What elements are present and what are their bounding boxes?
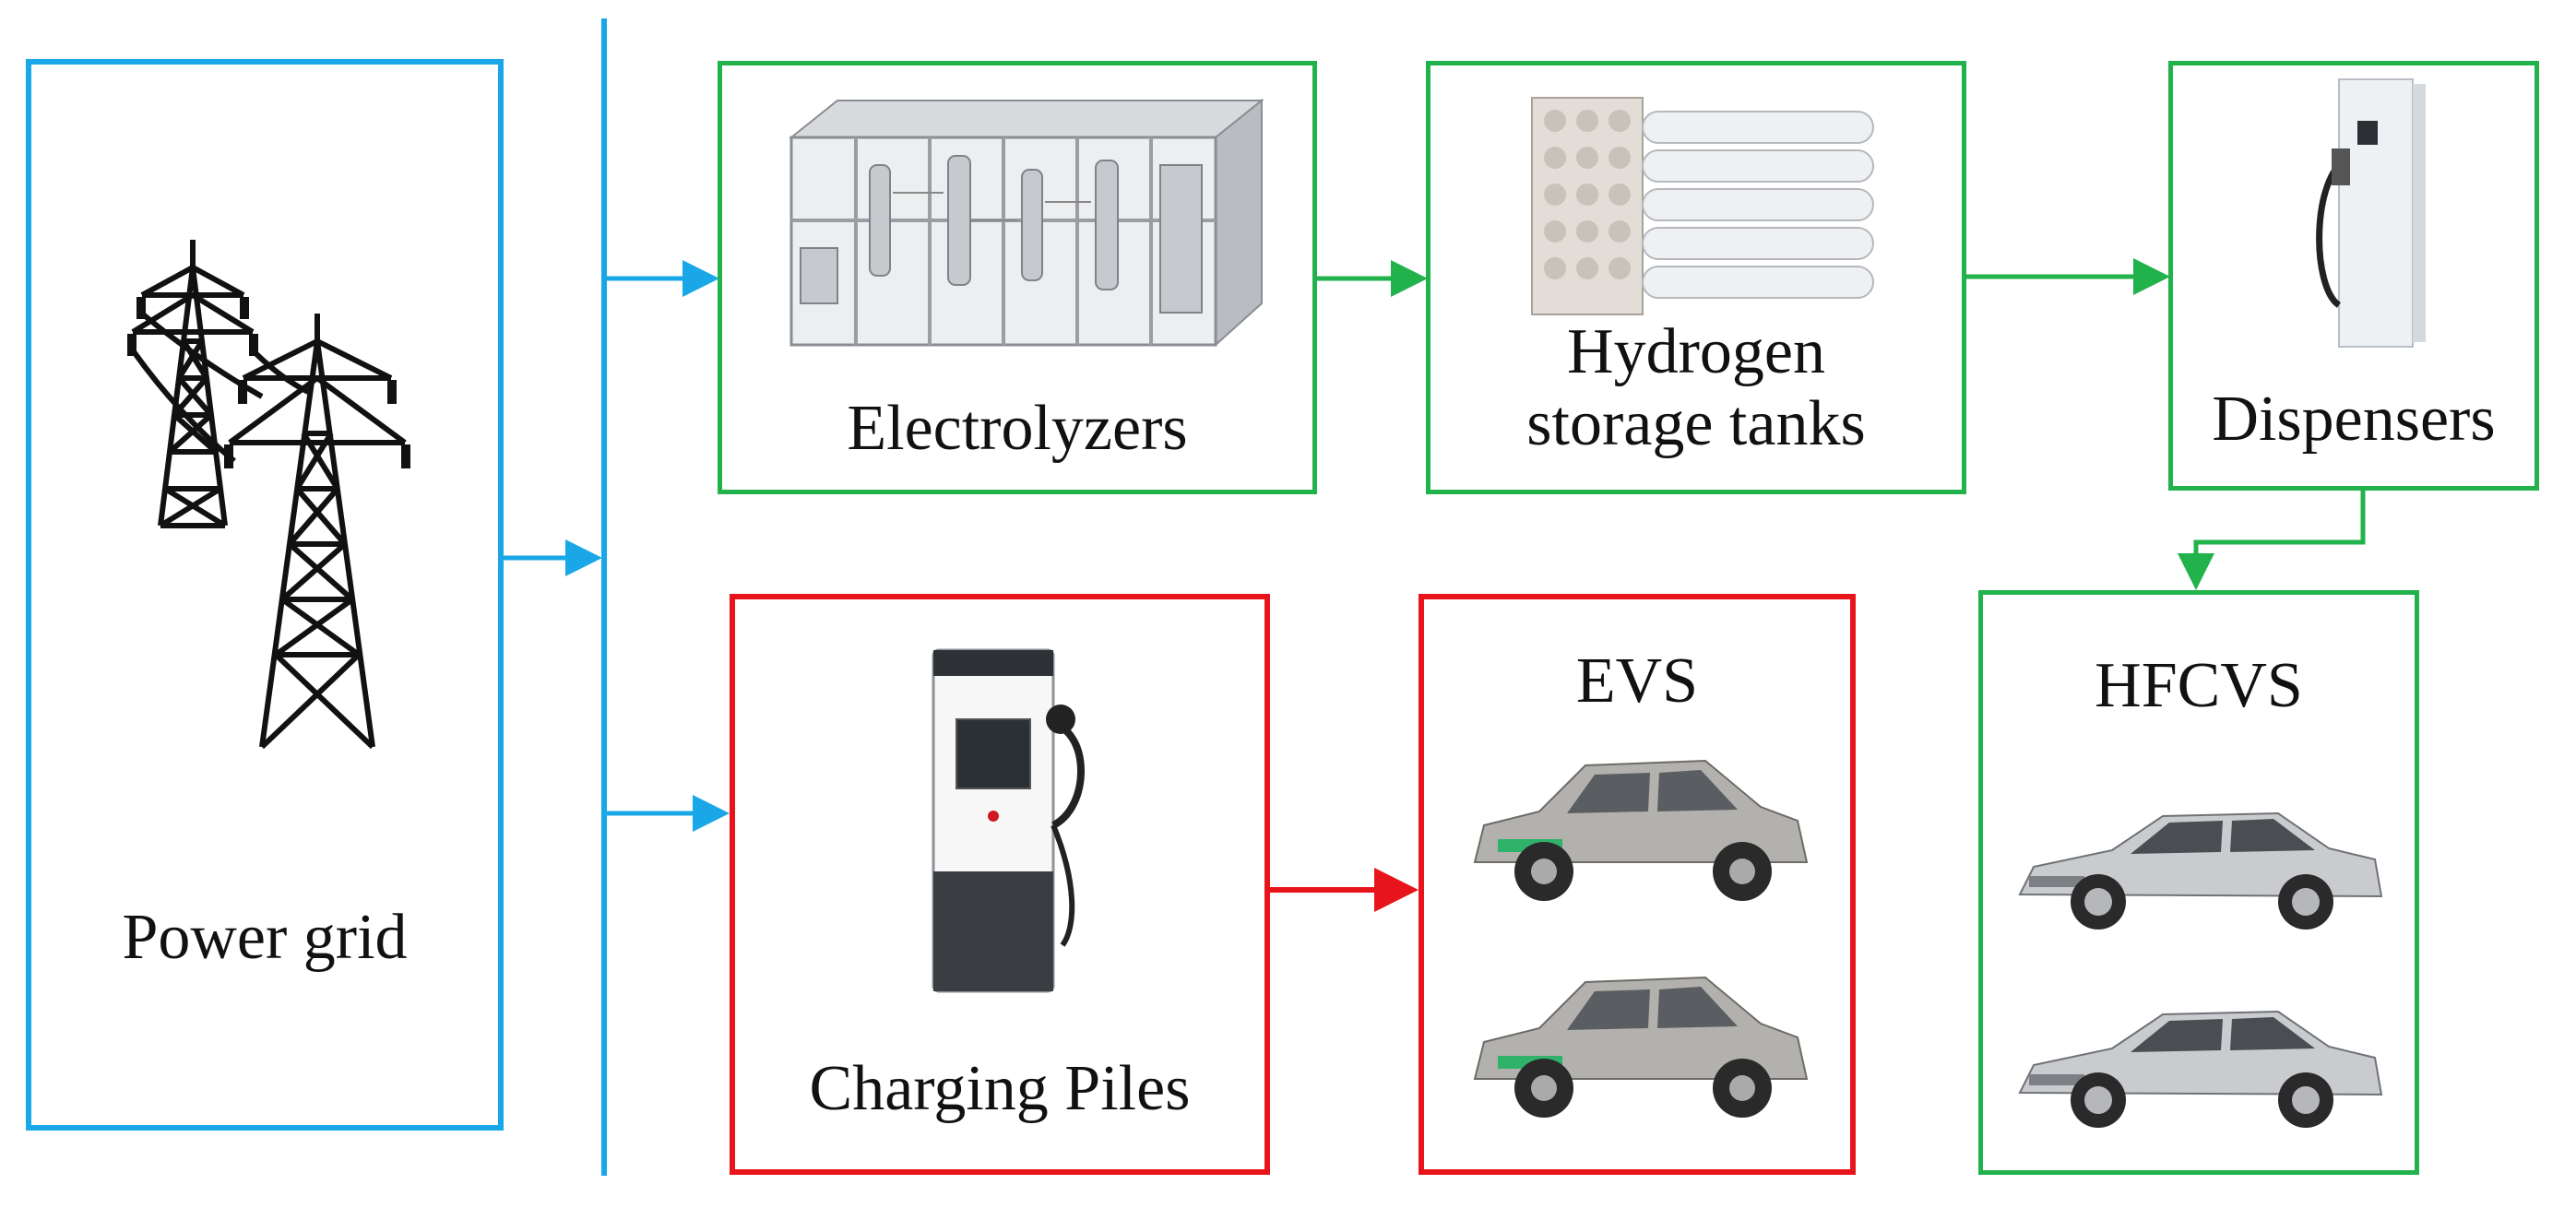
electrolyzers-label: Electrolyzers <box>847 393 1188 464</box>
hydrogen-storage-label-line2: storage tanks <box>1526 388 1866 459</box>
hfcvs-node: HFCVS <box>1978 590 2419 1175</box>
charging-piles-label: Charging Piles <box>809 1053 1191 1124</box>
electric-car-icon <box>1473 759 1809 901</box>
dispensers-node: Dispensers <box>2168 61 2539 491</box>
hydrogen-tank-bundle-icon <box>1531 97 1874 315</box>
electrolyzer-container-icon <box>789 98 1264 348</box>
transmission-tower-icon <box>127 240 410 750</box>
dispensers-label: Dispensers <box>2212 384 2496 455</box>
electric-car-icon <box>1473 976 1809 1118</box>
hydrogen-storage-node: Hydrogen storage tanks <box>1426 61 1966 494</box>
electrolyzers-node: Electrolyzers <box>718 61 1317 494</box>
power-grid-node: Power grid <box>26 59 504 1131</box>
hydrogen-storage-label-line1: Hydrogen <box>1567 316 1825 387</box>
hfcvs-label: HFCVS <box>2095 650 2303 721</box>
charging-piles-node: Charging Piles <box>730 594 1270 1175</box>
hydrogen-dispenser-icon <box>2316 78 2426 348</box>
ev-charger-icon <box>932 648 1085 993</box>
dispensers-to-hfcvs-arrow <box>2178 491 2366 590</box>
fuel-cell-sedan-icon <box>2018 1010 2383 1128</box>
evs-node: EVS <box>1419 594 1856 1175</box>
evs-label: EVS <box>1575 645 1699 717</box>
fuel-cell-sedan-icon <box>2018 811 2383 930</box>
power-grid-label: Power grid <box>122 902 408 973</box>
